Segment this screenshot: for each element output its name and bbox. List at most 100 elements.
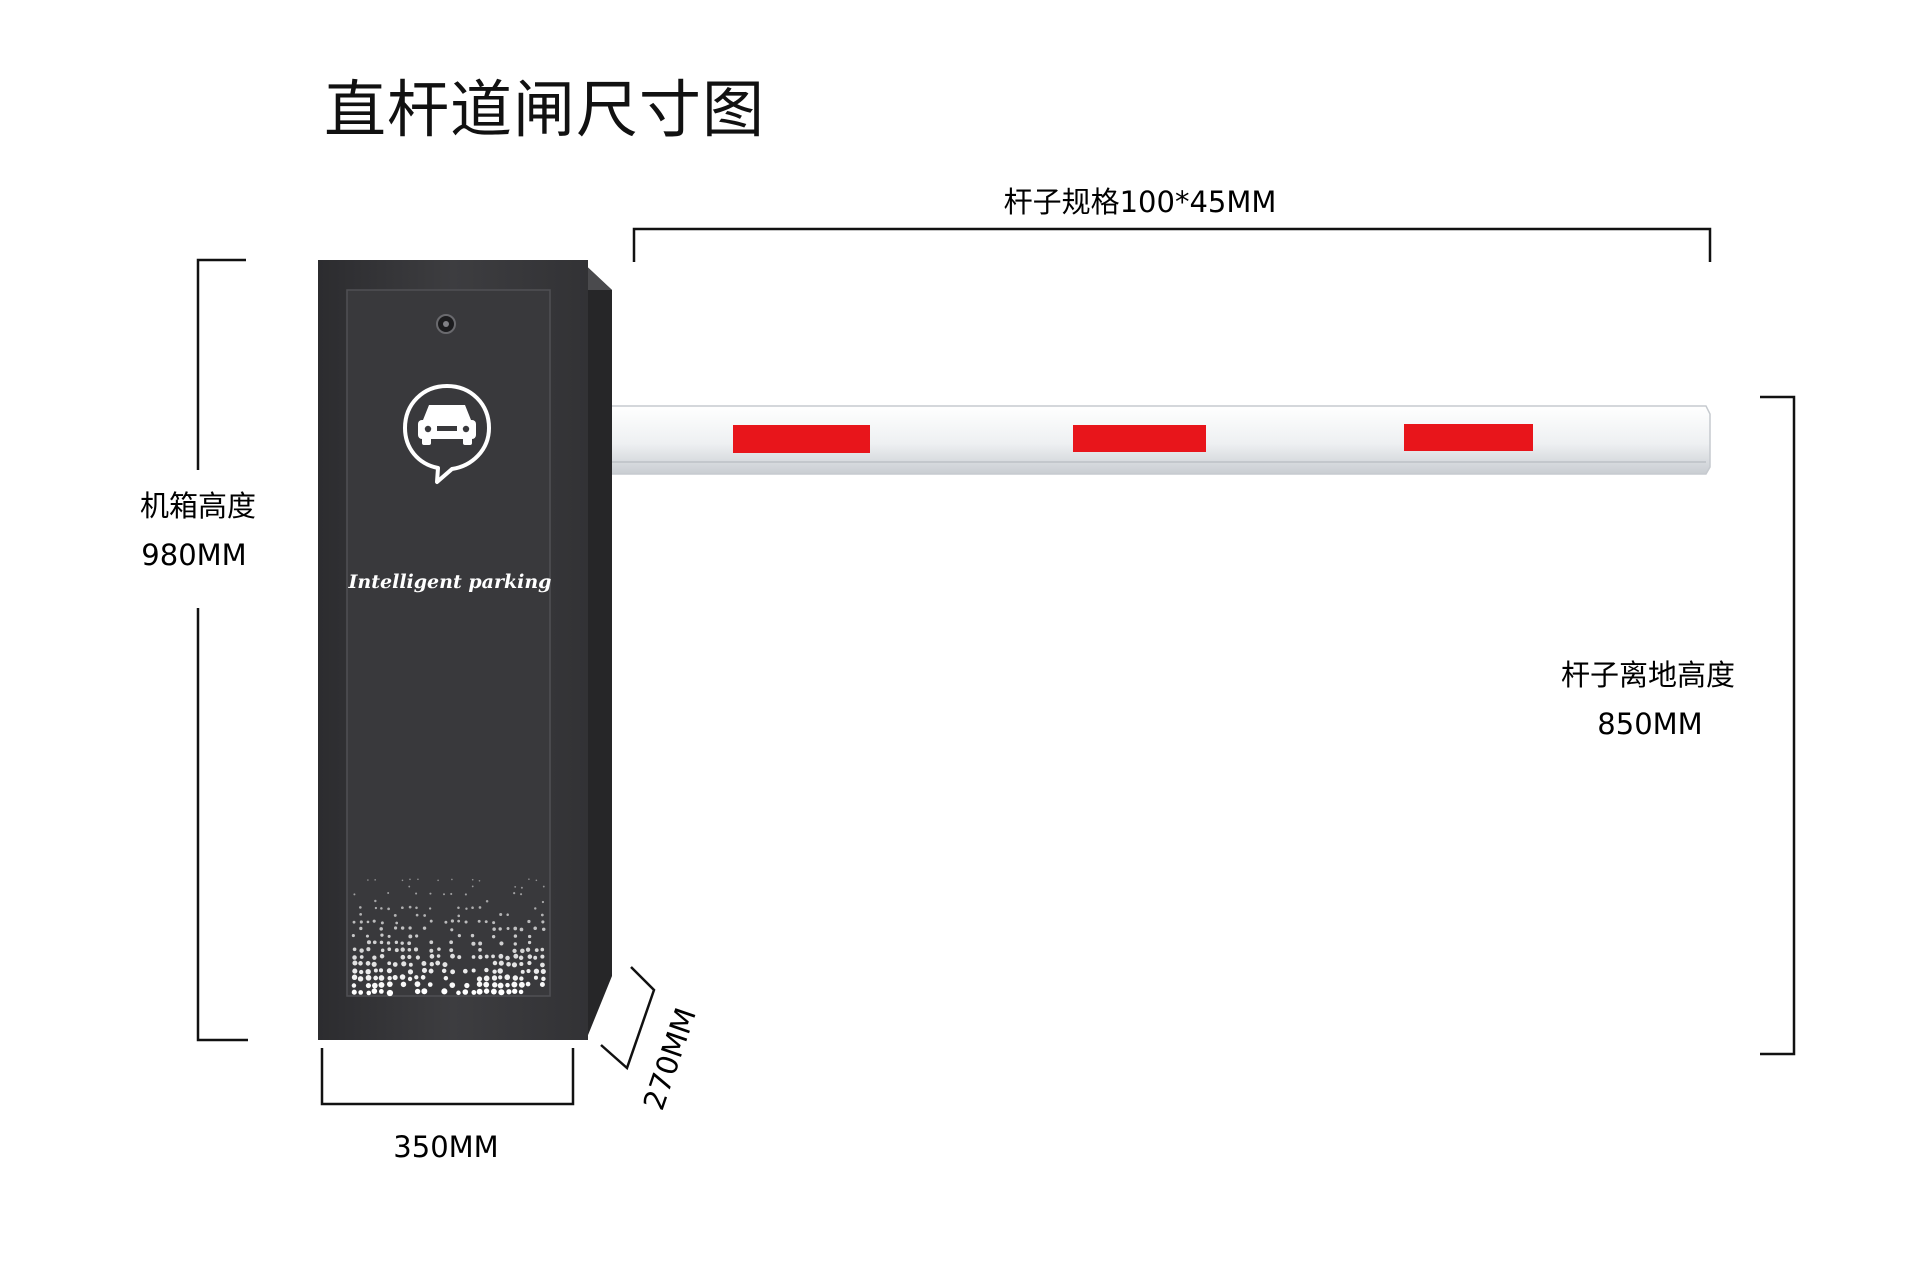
- halftone-dot: [392, 974, 398, 981]
- halftone-dot: [353, 893, 356, 896]
- halftone-dot: [378, 975, 385, 981]
- halftone-dot: [417, 878, 419, 881]
- halftone-dot: [428, 968, 434, 974]
- halftone-dot: [378, 981, 385, 988]
- halftone-dot: [365, 961, 371, 966]
- halftone-dot: [498, 927, 502, 931]
- halftone-dot: [541, 920, 545, 924]
- halftone-dot: [449, 940, 454, 945]
- halftone-dot: [478, 879, 481, 882]
- halftone-dot: [526, 968, 531, 974]
- halftone-dot: [366, 947, 371, 952]
- halftone-dot: [379, 953, 385, 959]
- halftone-dot: [450, 953, 455, 959]
- halftone-dot: [400, 906, 404, 910]
- halftone-dot: [429, 892, 432, 895]
- halftone-dot: [541, 927, 546, 932]
- halftone-dot: [407, 969, 414, 975]
- halftone-dot: [527, 960, 532, 966]
- halftone-dot: [449, 948, 454, 953]
- halftone-dot: [484, 967, 489, 973]
- halftone-dot: [351, 934, 355, 938]
- halftone-dot: [457, 906, 460, 910]
- halftone-dot: [374, 906, 378, 910]
- halftone-dot: [358, 990, 364, 995]
- halftone-dot: [359, 920, 363, 924]
- halftone-dot: [457, 914, 461, 918]
- boom-spec-dimension: 杆子规格100*45MM: [632, 185, 1712, 262]
- halftone-dot: [407, 976, 413, 982]
- halftone-dot: [392, 962, 398, 967]
- halftone-dot: [478, 941, 483, 946]
- halftone-dot: [527, 954, 533, 959]
- halftone-dot: [372, 919, 376, 923]
- halftone-dot: [478, 906, 482, 909]
- halftone-dot: [504, 974, 511, 981]
- halftone-dot: [506, 961, 511, 967]
- halftone-dot: [540, 947, 545, 952]
- halftone-dot: [357, 976, 364, 982]
- halftone-dot: [513, 953, 519, 959]
- halftone-dot: [387, 975, 392, 981]
- halftone-dot: [471, 955, 476, 959]
- halftone-dot: [366, 940, 372, 945]
- cabinet-height-bracket-bottom: [196, 608, 248, 1042]
- halftone-dot: [413, 947, 419, 952]
- halftone-dot: [498, 975, 503, 980]
- halftone-dot: [386, 989, 394, 997]
- halftone-dot: [408, 926, 412, 930]
- halftone-dot: [541, 976, 546, 982]
- halftone-dot: [450, 928, 454, 932]
- halftone-dot: [365, 974, 372, 981]
- halftone-dot: [352, 960, 358, 966]
- halftone-dot: [437, 879, 439, 882]
- halftone-dot: [386, 941, 391, 945]
- halftone-dot: [464, 982, 470, 989]
- boom-reflector-1: [733, 425, 870, 453]
- halftone-dot: [415, 955, 420, 960]
- halftone-dot: [423, 914, 427, 917]
- halftone-dot: [518, 955, 524, 960]
- halftone-dot: [359, 912, 363, 916]
- halftone-dot: [387, 934, 391, 938]
- halftone-dot: [359, 948, 364, 953]
- halftone-dot: [407, 954, 412, 960]
- halftone-dot: [477, 919, 481, 923]
- halftone-dot: [471, 968, 476, 973]
- halftone-dot: [484, 954, 489, 959]
- halftone-dot: [366, 920, 370, 924]
- halftone-dot: [519, 961, 524, 967]
- halftone-dot: [401, 961, 407, 967]
- halftone-dot: [395, 921, 399, 925]
- halftone-dot: [470, 933, 475, 938]
- halftone-dot: [478, 954, 483, 960]
- halftone-dot: [498, 953, 504, 959]
- halftone-dot: [539, 982, 545, 987]
- halftone-dot: [352, 947, 357, 952]
- halftone-dot: [471, 941, 476, 946]
- halftone-dot: [483, 988, 490, 994]
- halftone-dot: [492, 969, 497, 974]
- halftone-dot: [429, 954, 435, 959]
- halftone-dot: [414, 981, 421, 987]
- halftone-dot: [483, 981, 490, 988]
- halftone-dot: [407, 948, 412, 952]
- halftone-dot: [414, 975, 419, 980]
- halftone-dot: [498, 989, 505, 996]
- halftone-dot: [435, 960, 441, 966]
- halftone-dot: [351, 989, 357, 995]
- halftone-dot: [352, 920, 356, 924]
- halftone-dot: [428, 907, 432, 910]
- halftone-dot: [352, 955, 357, 960]
- halftone-dot: [421, 961, 427, 966]
- halftone-dot: [533, 968, 540, 974]
- halftone-dot: [499, 912, 503, 917]
- halftone-dot: [380, 948, 385, 953]
- halftone-dot: [393, 913, 397, 917]
- halftone-dot: [464, 893, 467, 896]
- halftone-dot: [415, 913, 419, 917]
- halftone-dot: [518, 981, 525, 988]
- halftone-dot: [379, 927, 383, 931]
- halftone-dot: [535, 879, 538, 882]
